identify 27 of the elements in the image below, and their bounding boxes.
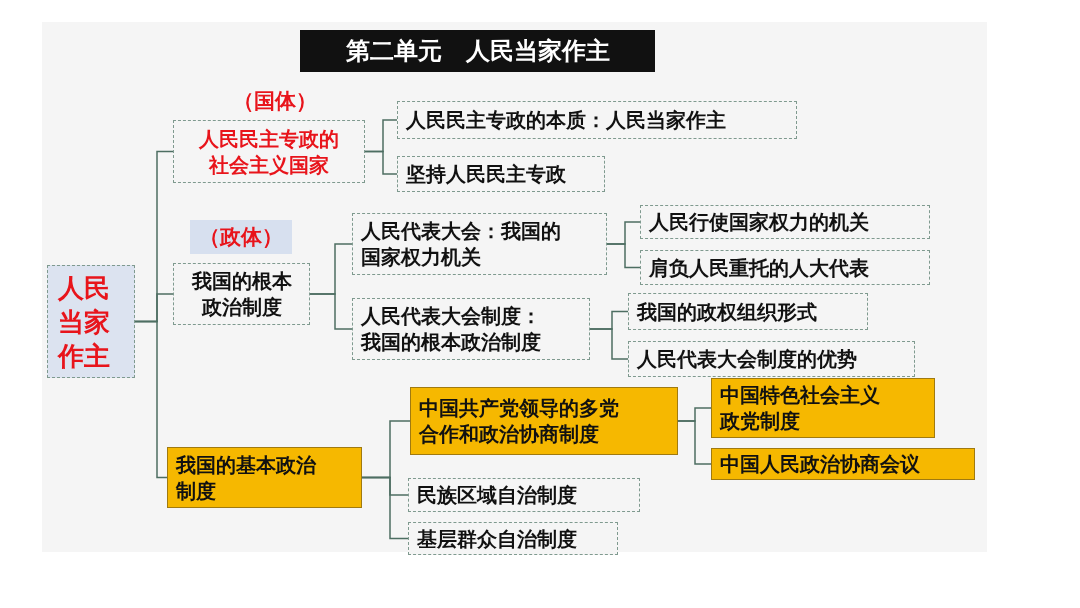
connector-line [677,420,712,465]
root-box: 人民当家作主 [47,265,135,378]
topic-box: 民族区域自治制度 [408,478,640,512]
topic-box: 人民民主专政的本质：人民当家作主 [397,101,797,139]
connector-line [134,320,168,479]
connector-line [309,293,353,330]
topic-box: 中国共产党领导的多党合作和政治协商制度 [410,387,678,455]
topic-box: 坚持人民民主专政 [397,156,605,192]
connector-line [606,243,641,269]
connector-line [361,476,409,540]
topic-box: 我国的政权组织形式 [628,293,868,330]
topic-box: 我国的基本政治制度 [167,447,362,508]
topic-box: 肩负人民重托的人大代表 [640,250,930,285]
title-bar: 第二单元 人民当家作主 [300,30,655,72]
topic-box: 人民代表大会：我国的国家权力机关 [352,213,607,275]
topic-box: 基层群众自治制度 [408,522,618,555]
topic-box: 人民代表大会制度：我国的根本政治制度 [352,298,590,360]
topic-box: 人民民主专政的社会主义国家 [173,120,365,183]
topic-box: 中国特色社会主义政党制度 [711,378,935,438]
topic-box: 人民代表大会制度的优势 [628,341,915,377]
topic-box: 中国人民政治协商会议 [711,448,975,480]
topic-box: 我国的根本政治制度 [173,263,310,325]
connector-line [589,328,629,360]
connector-line [364,150,398,175]
topic-box: 人民行使国家权力的机关 [640,205,930,239]
heading-label: （国体） [232,88,318,115]
heading-tag: （政体） [190,220,292,254]
